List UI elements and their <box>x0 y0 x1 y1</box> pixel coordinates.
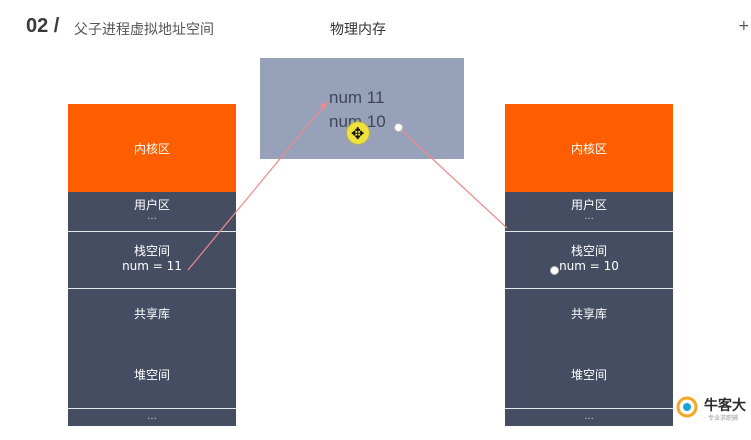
num-10-to-child-stack-line <box>397 126 508 229</box>
stack-label: 栈空间 <box>133 244 170 258</box>
kernel-label: 内核区 <box>570 141 607 156</box>
slide-title: 父子进程虚拟地址空间 <box>74 22 214 38</box>
child-process-address-space: 内核区 用户区 ... 栈空间 num = 10 共享库 堆空间 ... <box>505 104 673 426</box>
pointer-dot <box>550 266 559 275</box>
physical-value-num-10: num 10 <box>329 112 386 131</box>
shared-library-label: 共享库 <box>133 307 170 321</box>
heap-label: 堆空间 <box>133 368 170 382</box>
heap-segment: 堆空间 <box>505 339 673 409</box>
mouse-cursor-icon: ✥ <box>351 124 365 143</box>
slide-number: 02 / <box>26 15 60 37</box>
heap-label: 堆空间 <box>570 368 607 382</box>
brand-logo: 牛客大 · 专业求职辅 <box>674 392 751 424</box>
corner-mark: + <box>738 18 750 34</box>
parent-stack-to-num-11-line <box>187 101 328 271</box>
shared-library-segment: 共享库 <box>68 289 236 339</box>
physical-memory-title: 物理内存 <box>330 22 386 38</box>
stack-segment: 栈空间 num = 11 <box>68 232 236 289</box>
kernel-segment: 内核区 <box>68 104 236 192</box>
logo-icon <box>676 396 698 418</box>
kernel-segment: 内核区 <box>505 104 673 192</box>
user-segment: 用户区 ... <box>505 192 673 232</box>
parent-process-address-space: 内核区 用户区 ... 栈空间 num = 11 共享库 堆空间 ... <box>68 104 236 426</box>
shared-library-label: 共享库 <box>570 307 607 321</box>
user-label: 用户区 <box>570 198 607 212</box>
stack-segment: 栈空间 num = 10 <box>505 232 673 289</box>
shared-library-segment: 共享库 <box>505 289 673 339</box>
pointer-dot <box>394 123 403 132</box>
logo-subtitle: · 专业求职辅 <box>704 415 738 422</box>
user-segment: 用户区 ... <box>68 192 236 232</box>
logo-name: 牛客大 <box>704 398 746 414</box>
user-ellipsis: ... <box>584 211 594 222</box>
tail-segment: ... <box>505 409 673 426</box>
kernel-label: 内核区 <box>133 141 170 156</box>
mouse-highlight-icon <box>347 122 369 144</box>
stack-label: 栈空间 <box>570 244 607 258</box>
user-label: 用户区 <box>133 198 170 212</box>
heap-segment: 堆空间 <box>68 339 236 409</box>
stack-value: num = 10 <box>559 259 619 273</box>
user-ellipsis: ... <box>147 211 157 222</box>
stack-value: num = 11 <box>122 259 182 273</box>
physical-value-num-11: num 11 <box>329 88 385 107</box>
tail-segment: ... <box>68 409 236 426</box>
